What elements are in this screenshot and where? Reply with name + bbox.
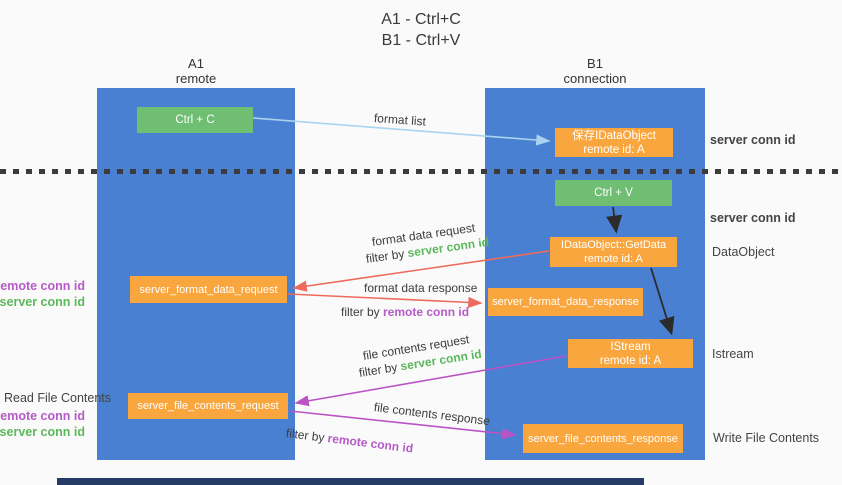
phase-separator-dotted-line bbox=[0, 169, 842, 174]
lane-header-a1: A1 remote bbox=[97, 56, 295, 86]
node-istream-line2: remote id: A bbox=[599, 354, 662, 367]
label-dataobject: DataObject bbox=[712, 245, 775, 259]
label-write-file-contents: Write File Contents bbox=[713, 431, 820, 445]
label-server-conn-id-mid: server conn id bbox=[710, 211, 796, 225]
server-conn-id-label: server conn id bbox=[0, 425, 85, 439]
diagram-title: A1 - Ctrl+C B1 - Ctrl+V bbox=[0, 9, 842, 51]
lane-a1-subtitle: remote bbox=[175, 71, 217, 86]
remote-conn-id-text: remote conn id bbox=[326, 431, 414, 456]
lane-a1-title: A1 bbox=[188, 56, 204, 71]
filter-by-text: filter by bbox=[341, 305, 380, 319]
label-read-file-contents: Read File Contents bbox=[4, 391, 112, 405]
label-server-conn-id-top: server conn id bbox=[710, 133, 796, 147]
label-istream-side: Istream bbox=[712, 347, 754, 361]
node-server-format-data-response-label: server_format_data_response bbox=[492, 296, 639, 308]
label-format-data-response: format data response bbox=[364, 281, 478, 295]
remote-conn-id-label: remote conn id bbox=[0, 409, 85, 423]
node-ctrl-v: Ctrl + V bbox=[555, 180, 672, 206]
remote-conn-id-label: remote conn id bbox=[0, 279, 85, 293]
node-ctrl-c: Ctrl + C bbox=[137, 107, 253, 133]
label-filter-by-remote-conn-id-2: filter by remote conn id bbox=[285, 426, 414, 456]
node-ctrl-v-label: Ctrl + V bbox=[594, 187, 633, 199]
node-save-idataobject-line1: 保存IDataObject bbox=[572, 129, 656, 142]
label-filter-by-remote-conn-id-1: filter by remote conn id bbox=[341, 305, 469, 319]
node-idataobject-getdata: IDataObject::GetData remote id: A bbox=[550, 237, 677, 267]
node-server-format-data-request-label: server_format_data_request bbox=[139, 283, 278, 296]
node-istream-line1: IStream bbox=[610, 340, 651, 353]
remote-conn-id-text: remote conn id bbox=[383, 305, 470, 319]
lane-header-b1: B1 connection bbox=[485, 56, 705, 86]
lane-b1-subtitle: connection bbox=[563, 71, 627, 86]
node-server-file-contents-response-label: server_file_contents_response bbox=[528, 432, 678, 445]
node-server-file-contents-request-label: server_file_contents_request bbox=[137, 400, 279, 412]
node-server-file-contents-request: server_file_contents_request bbox=[128, 393, 288, 419]
node-ctrl-c-label: Ctrl + C bbox=[175, 114, 215, 126]
node-server-format-data-response: server_format_data_response bbox=[488, 288, 643, 316]
bottom-window-edge bbox=[57, 478, 644, 485]
title-line-2: B1 - Ctrl+V bbox=[381, 32, 461, 49]
node-server-file-contents-response: server_file_contents_response bbox=[523, 424, 683, 453]
title-line-1: A1 - Ctrl+C bbox=[381, 11, 461, 28]
node-istream: IStream remote id: A bbox=[568, 339, 693, 368]
node-server-format-data-request: server_format_data_request bbox=[130, 276, 287, 303]
arrow-format-data-response bbox=[287, 293, 483, 308]
conn-id-group-file: remote conn id server conn id bbox=[0, 408, 85, 440]
label-format-list: format list bbox=[373, 111, 427, 129]
filter-by-text: filter by bbox=[365, 246, 406, 266]
filter-by-text: filter by bbox=[357, 360, 399, 380]
label-file-contents-response: file contents response bbox=[373, 400, 491, 429]
node-getdata-line2: remote id: A bbox=[584, 253, 643, 265]
node-save-idataobject-line2: remote id: A bbox=[583, 143, 645, 156]
node-getdata-line1: IDataObject::GetData bbox=[560, 239, 667, 251]
server-conn-id-label: server conn id bbox=[0, 295, 85, 309]
lane-b1-title: B1 bbox=[587, 56, 603, 71]
conn-id-group-format: remote conn id server conn id bbox=[0, 278, 85, 310]
node-save-idataobject: 保存IDataObject remote id: A bbox=[555, 128, 673, 157]
